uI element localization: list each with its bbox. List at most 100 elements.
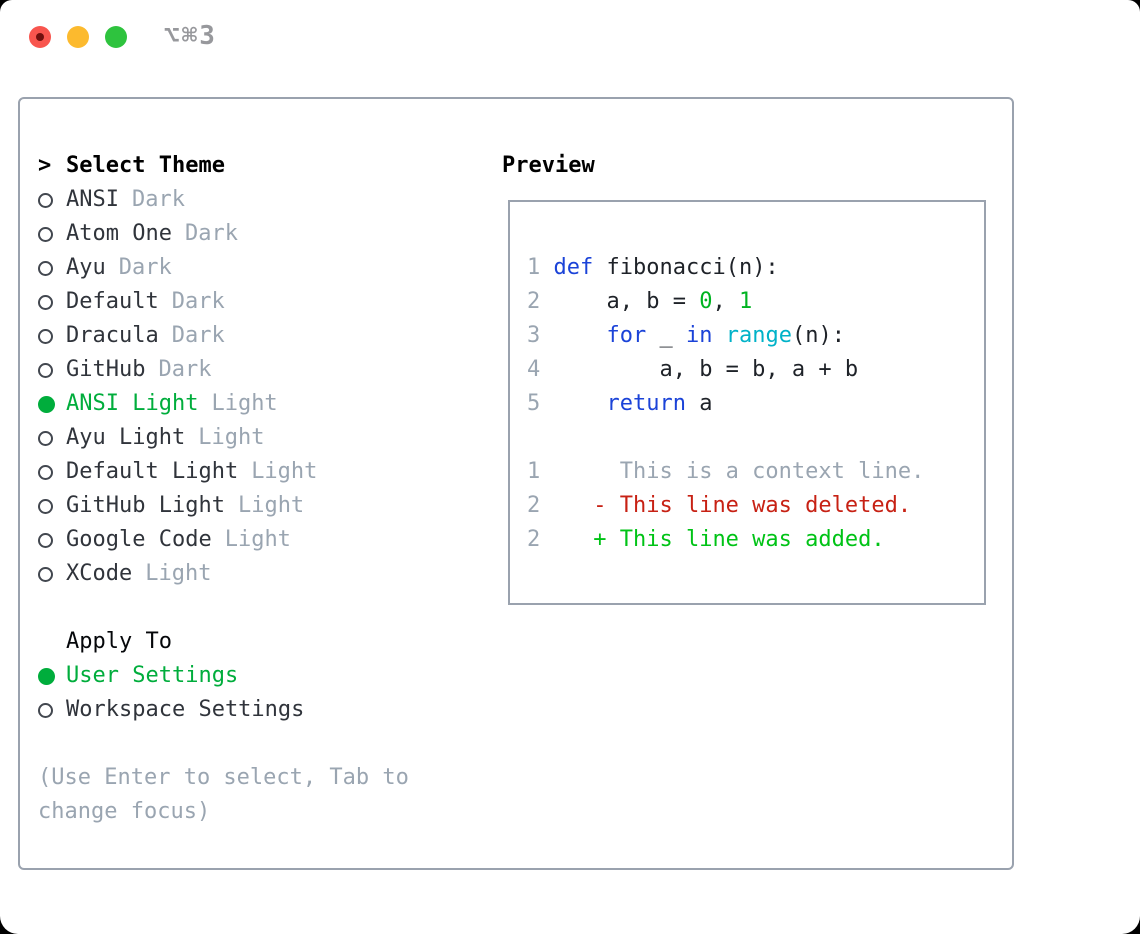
code-line: 1 def fibonacci(n): — [527, 251, 924, 285]
theme-variant-tag: Dark — [158, 357, 212, 382]
close-button[interactable] — [29, 26, 51, 48]
radio-icon — [38, 498, 66, 514]
option-label: ANSI Light — [66, 391, 199, 416]
option-label: Ayu Light — [66, 425, 186, 450]
line-number: 2 — [527, 289, 541, 314]
radio-icon — [38, 192, 66, 208]
radio-icon — [38, 566, 66, 582]
minimize-button[interactable] — [67, 26, 89, 48]
radio-icon — [38, 328, 66, 344]
code-token: _ — [646, 323, 686, 348]
radio-icon — [38, 702, 66, 718]
apply-to-title: Apply To — [66, 629, 172, 654]
theme-variant-tag: Light — [251, 459, 318, 484]
code-token: a — [685, 391, 713, 416]
code-token — [712, 323, 725, 348]
code-token: 1 — [738, 289, 753, 314]
code-token: def — [553, 255, 594, 280]
theme-variant-tag: Light — [145, 561, 212, 586]
hint-text: (Use Enter to select, Tab to change focu… — [38, 765, 409, 824]
code-line: 4 a, b = b, a + b — [527, 353, 924, 387]
radio-icon — [38, 667, 66, 685]
theme-option[interactable]: GitHub Dark — [38, 353, 490, 387]
code-token: , — [712, 289, 739, 314]
window-shortcut-label: ⌥⌘3 — [164, 21, 217, 51]
option-label: ANSI — [66, 187, 119, 212]
theme-option[interactable]: Ayu Dark — [38, 251, 490, 285]
code-token: for — [606, 323, 647, 348]
line-number: 3 — [527, 323, 541, 348]
theme-variant-tag: Dark — [131, 187, 185, 212]
radio-icon — [38, 464, 66, 480]
theme-option[interactable]: XCode Light — [38, 557, 490, 591]
radio-icon — [38, 260, 66, 276]
theme-variant-tag: Dark — [171, 323, 225, 348]
code-token: return — [606, 391, 686, 416]
code-line: 2 - This line was deleted. — [527, 489, 924, 523]
code-token: + This line was added. — [553, 527, 885, 552]
radio-icon — [38, 294, 66, 310]
theme-option[interactable]: GitHub Light Light — [38, 489, 490, 523]
theme-variant-tag: Light — [198, 425, 265, 450]
theme-variant-tag: Dark — [184, 221, 238, 246]
line-number: 2 — [527, 493, 541, 518]
theme-option[interactable]: ANSI Dark — [38, 183, 490, 217]
theme-variant-tag: Dark — [118, 255, 172, 280]
option-label: Workspace Settings — [66, 697, 305, 722]
option-label: GitHub — [66, 357, 146, 382]
radio-icon — [38, 430, 66, 446]
option-label: Ayu — [66, 255, 106, 280]
select-theme-title: Select Theme — [66, 153, 225, 178]
line-number: 1 — [527, 255, 541, 280]
code-token: fibonacci(n): — [593, 255, 779, 280]
theme-variant-tag: Light — [237, 493, 305, 518]
code-token: a, b = — [553, 289, 700, 314]
line-number: 5 — [527, 391, 541, 416]
option-label: Default Light — [66, 459, 239, 484]
code-token: - This line was deleted. — [553, 493, 912, 518]
apply-to-header: Apply To — [38, 625, 490, 659]
preview-title: Preview — [502, 153, 595, 178]
zoom-button[interactable] — [105, 26, 127, 48]
code-line: 2 a, b = 0, 1 — [527, 285, 924, 319]
code-line: 3 for _ in range(n): — [527, 319, 924, 353]
apply-option[interactable]: User Settings — [38, 659, 490, 693]
code-line: 1 This is a context line. — [527, 455, 924, 489]
radio-icon — [38, 226, 66, 242]
radio-icon — [38, 395, 66, 413]
code-token — [554, 391, 607, 416]
code-token — [554, 323, 607, 348]
code-line: 2 + This line was added. — [527, 523, 924, 557]
code-token: This is a context line. — [553, 459, 925, 484]
option-label: Dracula — [66, 323, 159, 348]
spacer — [38, 591, 490, 625]
theme-variant-tag: Dark — [171, 289, 225, 314]
window-titlebar — [29, 26, 127, 48]
code-token: 0 — [699, 289, 713, 314]
option-label: GitHub Light — [66, 493, 225, 518]
theme-option[interactable]: ANSI Light Light — [38, 387, 490, 421]
theme-variant-tag: Light — [224, 527, 291, 552]
code-token: in — [685, 323, 713, 348]
theme-option[interactable]: Default Light Light — [38, 455, 490, 489]
code-token: range — [725, 323, 792, 348]
apply-option[interactable]: Workspace Settings — [38, 693, 490, 727]
option-label: XCode — [66, 561, 133, 586]
line-number: 1 — [527, 459, 541, 484]
radio-icon — [38, 362, 66, 378]
theme-variant-tag: Light — [211, 391, 278, 416]
theme-option[interactable]: Ayu Light Light — [38, 421, 490, 455]
select-theme-header: >Select Theme — [38, 149, 490, 183]
line-number: 2 — [527, 527, 541, 552]
code-token: (n): — [791, 323, 845, 348]
theme-option[interactable]: Dracula Dark — [38, 319, 490, 353]
